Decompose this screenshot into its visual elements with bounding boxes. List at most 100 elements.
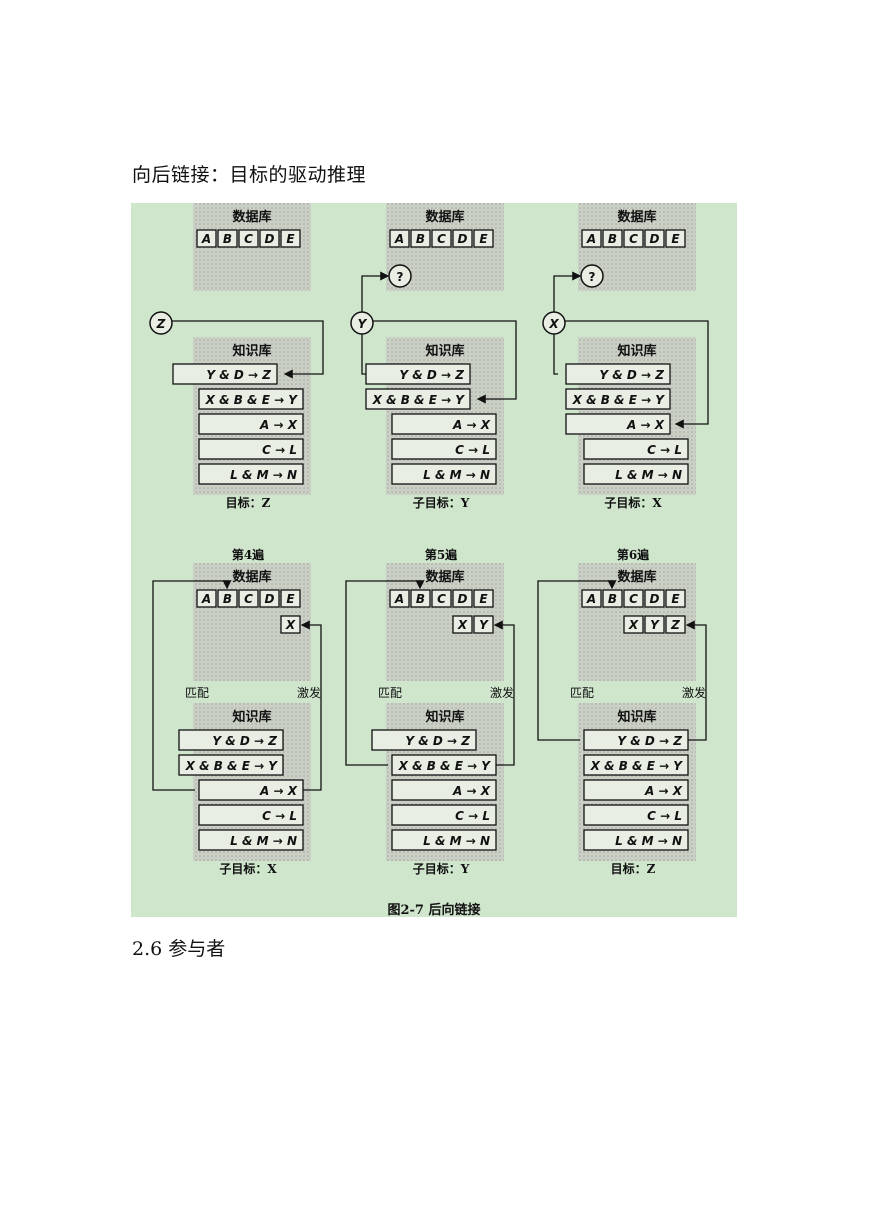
panel-1-goal-circle — [149, 311, 173, 335]
panel-1-rule-box — [198, 388, 304, 410]
panel-5-rule-box — [391, 829, 497, 851]
panel-2-rule-label: A → X — [452, 418, 491, 432]
panel-2-rule-label: X & B & E → Y — [372, 393, 466, 407]
panel-2-db-cell — [410, 229, 431, 248]
panel-6-db-cell-label: B — [608, 592, 617, 606]
panel-1-rule-box — [198, 438, 304, 460]
panel-3-rule-box — [565, 388, 671, 410]
panel-5-fire-link — [493, 620, 515, 766]
panel-1-db-cell-label: C — [244, 232, 253, 246]
panel-2-database-title: 数据库 — [425, 209, 464, 225]
panel-1-rule-label: Y & D → Z — [206, 368, 271, 382]
panel-5-rule-label: A → X — [452, 784, 491, 798]
panel-4-match-label: 匹配 — [185, 686, 209, 700]
panel-3-db-cell — [665, 229, 686, 248]
panel-3-rule-box — [565, 363, 671, 385]
panel-3-kb-title: 知识库 — [617, 343, 656, 359]
panel-4-db-cell-label: C — [244, 592, 253, 606]
panel-1-db-cell — [217, 229, 238, 248]
panel-3-db-cell-label: B — [608, 232, 617, 246]
panel-4-rule-label: X & B & E → Y — [185, 759, 279, 773]
panel-2-rule-label: Y & D → Z — [399, 368, 464, 382]
panel-6-match-label: 匹配 — [570, 686, 594, 700]
panel-1-goal-label: 目标：Z — [226, 495, 271, 510]
panel-3-database-title: 数据库 — [617, 209, 656, 225]
panel-3-rule-label: C → L — [647, 443, 682, 457]
panel-6-pass-label: 第6遍 — [617, 547, 650, 562]
panel-5-rule-box — [391, 804, 497, 826]
panel-5-fire-label: 激发 — [490, 685, 514, 700]
panel-3-db-cell-label: A — [586, 232, 596, 246]
panel-6-rule-box — [583, 779, 689, 801]
panel-6-added-fact — [644, 615, 665, 634]
panel-4-database-title: 数据库 — [232, 569, 271, 585]
panel-6-added-fact-label: X — [628, 618, 639, 632]
panel-4-rule-label: L & M → N — [230, 834, 297, 848]
panel-6-db-cell-label: C — [629, 592, 638, 606]
panel-1-rule-box — [198, 463, 304, 485]
panel-2-db-cell — [389, 229, 410, 248]
panel-1-rule-label: A → X — [259, 418, 298, 432]
panel-5-db-cell-label: B — [416, 592, 425, 606]
panel-5-kb-title: 知识库 — [425, 709, 464, 725]
panel-2-kb-title: 知识库 — [425, 343, 464, 359]
panel-6-fire-label: 激发 — [682, 685, 706, 700]
panel-5-db-cell-label: C — [437, 592, 446, 606]
panel-5-db-cell — [431, 589, 452, 608]
panel-6-database-title: 数据库 — [617, 569, 656, 585]
panel-3-question-mark: ? — [589, 270, 596, 284]
panel-4-db-cell-label: A — [201, 592, 211, 606]
panel-5-database-title: 数据库 — [425, 569, 464, 585]
panel-6-db-cell — [581, 589, 602, 608]
panel-6-rule-box — [583, 754, 689, 776]
panel-3-db-cell-label: D — [650, 232, 660, 246]
panel-6-db-cell-label: E — [671, 592, 680, 606]
panel-5-added-fact — [473, 615, 494, 634]
panel-6-rule-label: A → X — [644, 784, 683, 798]
panel-5-db-cell — [389, 589, 410, 608]
panel-4-fire-link — [300, 620, 322, 791]
panel-6-db-cell — [602, 589, 623, 608]
panel-4-rule-label: Y & D → Z — [212, 734, 277, 748]
panel-3-rule-label: L & M → N — [615, 468, 682, 482]
panel-5-db-cell — [473, 589, 494, 608]
panel-1-db-cell-label: D — [265, 232, 275, 246]
panel-6-db-cell — [623, 589, 644, 608]
panel-1-db-cell-label: B — [223, 232, 232, 246]
panel-1-db-cell — [280, 229, 301, 248]
panel-6-added-fact-label: Z — [670, 618, 680, 632]
panel-5-rule-label: Y & D → Z — [405, 734, 470, 748]
panel-6-db-cell-label: D — [650, 592, 660, 606]
section-heading: 2.6 参与者 — [132, 938, 226, 960]
panel-5-db-cell-label: A — [394, 592, 404, 606]
panel-6-added-fact — [665, 615, 686, 634]
panel-1-rule-label: C → L — [262, 443, 297, 457]
panel-6-match-link — [537, 580, 617, 741]
panel-2-question-mark: ? — [397, 270, 404, 284]
panel-1-db-cell — [196, 229, 217, 248]
panel-6-kb-title: 知识库 — [617, 709, 656, 725]
panel-2-subgoal-link — [361, 334, 366, 375]
panel-6-rule-box — [583, 804, 689, 826]
panel-5-db-cell — [452, 589, 473, 608]
panel-3-rule-box — [583, 438, 689, 460]
panel-6-rule-label: Y & D → Z — [617, 734, 682, 748]
panel-1-kb-title: 知识库 — [232, 343, 271, 359]
panel-4-db-cell — [238, 589, 259, 608]
panel-1-rule-box — [198, 413, 304, 435]
panel-6-fire-link — [685, 620, 707, 741]
panel-4-db-cell — [280, 589, 301, 608]
panel-3-rule-box — [565, 413, 671, 435]
panel-1-goal-link — [172, 320, 324, 379]
panel-3-db-cell — [644, 229, 665, 248]
panel-5-db-cell-label: D — [458, 592, 468, 606]
panel-3-db-cell — [623, 229, 644, 248]
panel-4-db-cell-label: D — [265, 592, 275, 606]
panel-4-pass-label: 第4遍 — [232, 547, 265, 562]
panel-6-added-fact-label: Y — [650, 618, 660, 632]
panel-2-rule-box — [391, 463, 497, 485]
panel-6-db-cell-label: A — [586, 592, 596, 606]
panel-6-rule-box — [583, 829, 689, 851]
